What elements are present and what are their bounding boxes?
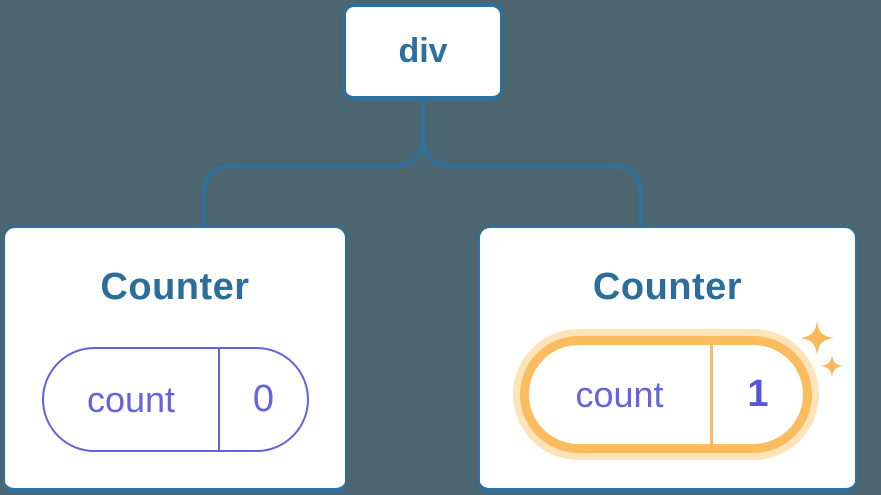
state-value: 1 (747, 373, 769, 415)
connector-right-branch (421, 133, 643, 228)
state-key-label: count (529, 345, 713, 444)
state-value: 0 (252, 378, 275, 420)
counter-title: Counter (592, 266, 743, 308)
counter-title: Counter (100, 266, 250, 308)
sparkles-icon (800, 321, 843, 377)
counter-card-left: Counter count 0 (3, 226, 347, 493)
state-key-label: count (44, 349, 220, 450)
counter-card-right: Counter count 1 (478, 226, 857, 493)
root-node-div: div (343, 4, 503, 101)
state-pill-highlighted: count 1 (520, 336, 812, 453)
state-pill: count 0 (42, 347, 309, 452)
connector-left-branch (202, 133, 425, 228)
root-node-label: div (398, 32, 448, 70)
